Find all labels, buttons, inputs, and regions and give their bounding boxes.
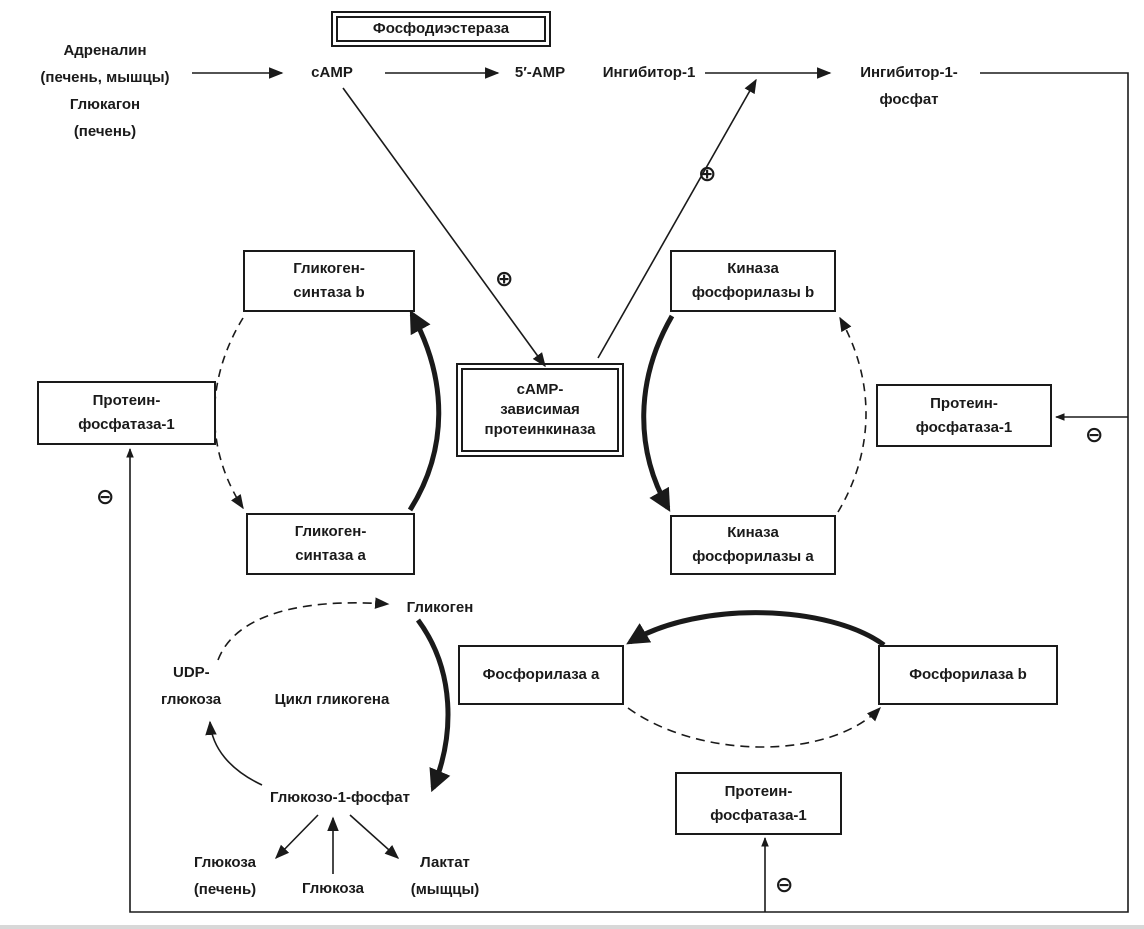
- hormones-label: Адреналин (печень, мышцы) Глюкагон (пече…: [15, 37, 195, 145]
- phosphorylase-b-box: Фосфорилаза b: [878, 645, 1058, 705]
- glucose-1-phosphate-label: Глюкозо-1-фосфат: [270, 789, 410, 806]
- phosphorylase-a-box: Фосфорилаза a: [458, 645, 624, 705]
- arrow-g1p-to-glucose-liver: [274, 814, 319, 860]
- arrow-camp-to-protein-kinase: [342, 87, 546, 368]
- glucagon-targets: (печень): [73, 123, 137, 140]
- plus-sign-inhibitor: ⊕: [698, 161, 717, 186]
- protein-phosphatase-left-box: Протеин- фосфатаза-1: [37, 381, 216, 445]
- protein-phosphatase-right-box: Протеин- фосфатаза-1: [876, 384, 1052, 447]
- bottom-edge: [0, 925, 1144, 929]
- lactate-label: Лактат (мыщцы): [410, 854, 480, 898]
- adrenaline-targets: (печень, мышцы): [40, 69, 170, 86]
- glucagon-label: Глюкагон: [69, 96, 141, 113]
- inhibitor1-label: Ингибитор-1: [602, 64, 696, 81]
- phosphorylase-kinase-a-box: Киназа фосфорилазы a: [670, 515, 836, 575]
- phosphodiesterase-label: Фосфодиэстераза: [372, 20, 510, 37]
- amp5-label: 5′-AMP: [514, 64, 566, 81]
- arrow-g1p-to-udp: [205, 720, 263, 786]
- arrow-kinase-b-to-a: [641, 314, 675, 512]
- glycogen-cycle-label: Цикл гликогена: [274, 691, 390, 708]
- minus-sign-bottom: ⊖: [775, 872, 794, 897]
- arrow-kinase-a-to-b: [837, 316, 867, 513]
- protein-phosphatase-bottom-box: Протеин- фосфатаза-1: [675, 772, 842, 835]
- glucose-liver-label: Глюкоза (печень): [193, 854, 257, 898]
- adrenaline-label: Адреналин: [63, 42, 147, 59]
- arrow-phosphorylase-a-to-b: [627, 706, 881, 748]
- minus-sign-left: ⊖: [96, 484, 115, 509]
- arrow-g1p-to-lactate: [349, 814, 400, 859]
- arrow-phosphorylase-b-to-a: [626, 610, 886, 648]
- minus-sign-right: ⊖: [1085, 422, 1104, 447]
- arrow-synthase-a-to-b: [407, 310, 442, 512]
- glycogen-synthase-a-box: Гликоген- синтаза a: [246, 513, 415, 575]
- arrow-udp-to-glycogen: [217, 597, 390, 661]
- glycogen-synthase-b-box: Гликоген- синтаза b: [243, 250, 415, 312]
- camp-label: cAMP: [311, 64, 353, 81]
- phosphodiesterase-box: Фосфодиэстераза: [331, 11, 551, 47]
- inhibitor1-phosphate-label: Ингибитор-1- фосфат: [860, 64, 958, 108]
- glycogen-label: Гликоген: [406, 599, 474, 616]
- plus-sign-protein-kinase: ⊕: [495, 266, 514, 291]
- inhibitor-feedback-line: [126, 72, 1129, 913]
- protein-kinase-box: cAMP- зависимая протеинкиназа: [456, 363, 624, 457]
- arrow-protein-kinase-to-inhibitor: [597, 78, 757, 359]
- udp-glucose-label: UDP- глюкоза: [160, 664, 222, 708]
- glucose-label: Глюкоза: [302, 880, 364, 897]
- phosphorylase-kinase-b-box: Киназа фосфорилазы b: [670, 250, 836, 312]
- arrow-synthase-b-to-a: [213, 317, 244, 510]
- arrow-glycogen-to-g1p: [415, 618, 451, 793]
